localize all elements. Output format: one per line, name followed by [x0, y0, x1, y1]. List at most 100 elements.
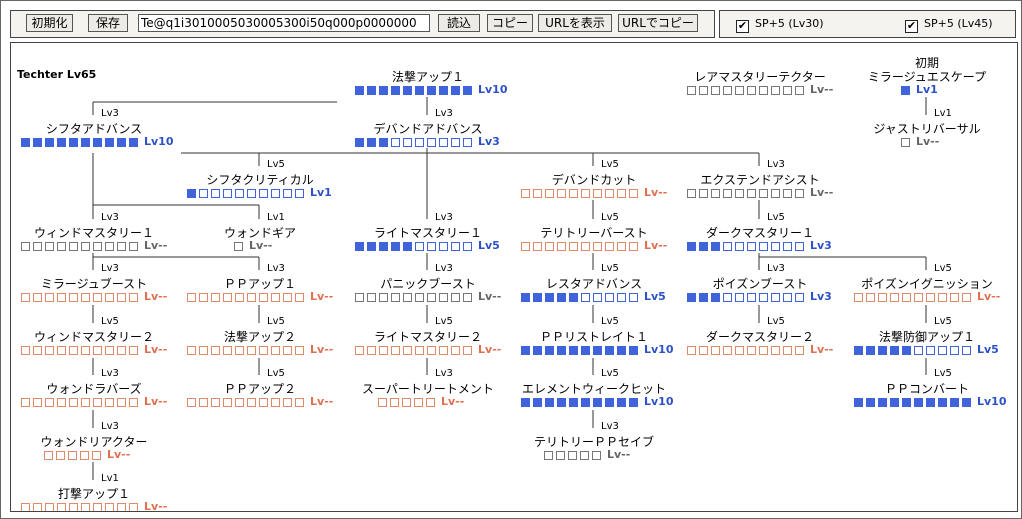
level-box[interactable]	[581, 397, 590, 407]
skill-level-boxes[interactable]	[521, 396, 641, 408]
level-box[interactable]	[379, 85, 388, 95]
level-box[interactable]	[69, 137, 78, 147]
level-box[interactable]	[45, 397, 54, 407]
level-box[interactable]	[403, 241, 412, 251]
level-box[interactable]	[235, 397, 244, 407]
level-box[interactable]	[21, 502, 30, 511]
level-box[interactable]	[93, 397, 102, 407]
level-box[interactable]	[105, 241, 114, 251]
level-box[interactable]	[44, 450, 53, 460]
level-box[interactable]	[581, 292, 590, 302]
level-box[interactable]	[759, 292, 768, 302]
level-box[interactable]	[415, 292, 424, 302]
skill-level-boxes[interactable]	[44, 449, 104, 461]
level-box[interactable]	[187, 397, 196, 407]
level-box[interactable]	[379, 292, 388, 302]
level-box[interactable]	[129, 241, 138, 251]
level-box[interactable]	[378, 397, 387, 407]
level-box[interactable]	[463, 241, 472, 251]
level-box[interactable]	[711, 188, 720, 198]
level-box[interactable]	[878, 345, 887, 355]
level-box[interactable]	[759, 241, 768, 251]
level-box[interactable]	[569, 292, 578, 302]
level-box[interactable]	[580, 450, 589, 460]
skill-level-boxes[interactable]	[234, 240, 246, 252]
level-box[interactable]	[687, 85, 696, 95]
skill-level-boxes[interactable]	[521, 344, 641, 356]
level-box[interactable]	[105, 292, 114, 302]
level-box[interactable]	[367, 345, 376, 355]
level-box[interactable]	[234, 241, 243, 251]
level-box[interactable]	[605, 397, 614, 407]
level-box[interactable]	[914, 397, 923, 407]
level-box[interactable]	[759, 85, 768, 95]
level-box[interactable]	[533, 397, 542, 407]
level-box[interactable]	[21, 397, 30, 407]
level-box[interactable]	[33, 502, 42, 511]
skill-level-boxes[interactable]	[521, 240, 641, 252]
skill-level-boxes[interactable]	[854, 344, 974, 356]
level-box[interactable]	[735, 292, 744, 302]
level-box[interactable]	[56, 450, 65, 460]
skill-level-boxes[interactable]	[854, 396, 974, 408]
level-box[interactable]	[295, 345, 304, 355]
level-box[interactable]	[33, 397, 42, 407]
skill-level-boxes[interactable]	[544, 449, 604, 461]
level-box[interactable]	[105, 397, 114, 407]
level-box[interactable]	[795, 85, 804, 95]
level-box[interactable]	[117, 397, 126, 407]
level-box[interactable]	[866, 292, 875, 302]
level-box[interactable]	[962, 345, 971, 355]
level-box[interactable]	[463, 85, 472, 95]
level-box[interactable]	[533, 188, 542, 198]
level-box[interactable]	[795, 292, 804, 302]
level-box[interactable]	[211, 397, 220, 407]
level-box[interactable]	[355, 241, 364, 251]
level-box[interactable]	[569, 345, 578, 355]
level-box[interactable]	[463, 292, 472, 302]
level-box[interactable]	[223, 397, 232, 407]
skill-level-boxes[interactable]	[521, 291, 641, 303]
level-box[interactable]	[439, 241, 448, 251]
level-box[interactable]	[759, 345, 768, 355]
level-box[interactable]	[783, 188, 792, 198]
level-box[interactable]	[902, 397, 911, 407]
skill-code-input[interactable]	[138, 14, 430, 32]
level-box[interactable]	[439, 137, 448, 147]
level-box[interactable]	[129, 397, 138, 407]
level-box[interactable]	[283, 188, 292, 198]
level-box[interactable]	[92, 450, 101, 460]
level-box[interactable]	[57, 137, 66, 147]
level-box[interactable]	[415, 137, 424, 147]
level-box[interactable]	[187, 292, 196, 302]
level-box[interactable]	[593, 397, 602, 407]
level-box[interactable]	[854, 292, 863, 302]
level-box[interactable]	[81, 345, 90, 355]
level-box[interactable]	[699, 241, 708, 251]
skill-level-boxes[interactable]	[687, 291, 807, 303]
level-box[interactable]	[557, 241, 566, 251]
level-box[interactable]	[117, 137, 126, 147]
skill-level-boxes[interactable]	[687, 344, 807, 356]
level-box[interactable]	[901, 85, 910, 95]
level-box[interactable]	[45, 137, 54, 147]
level-box[interactable]	[403, 345, 412, 355]
level-box[interactable]	[129, 502, 138, 511]
level-box[interactable]	[451, 241, 460, 251]
level-box[interactable]	[426, 397, 435, 407]
level-box[interactable]	[271, 292, 280, 302]
skill-level-boxes[interactable]	[21, 240, 141, 252]
level-box[interactable]	[783, 345, 792, 355]
level-box[interactable]	[93, 241, 102, 251]
level-box[interactable]	[93, 292, 102, 302]
show-url-button[interactable]: URLを表示	[538, 14, 612, 32]
level-box[interactable]	[283, 397, 292, 407]
